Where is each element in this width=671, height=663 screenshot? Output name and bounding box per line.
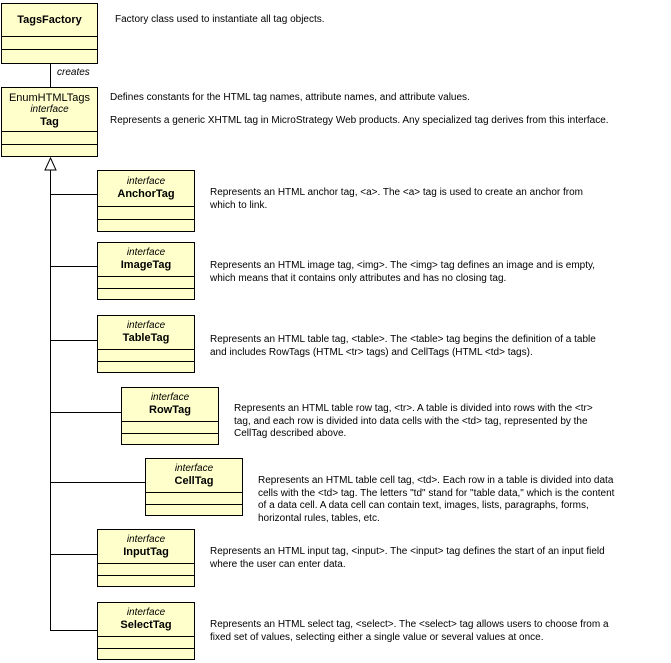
image-tag-box: interface ImageTag [97,242,195,300]
input-tag-box: interface InputTag [97,529,195,587]
anchor-tag-stereotype: interface [126,176,166,187]
cell-tag-name: CellTag [174,475,214,487]
row-tag-description: Represents an HTML table row tag, <tr>. … [234,403,593,439]
tags-factory-class-box: TagsFactory [1,3,98,64]
tag-name: Tag [40,116,59,128]
table-tag-description: Represents an HTML table tag, <table>. T… [210,334,596,358]
operations-compartment [2,50,97,63]
creates-label: creates [57,67,90,78]
attributes-compartment [2,37,97,50]
inheritance-trunk-line [50,170,51,631]
enum-html-tags-description: Defines constants for the HTML tag names… [110,92,470,103]
tags-factory-description: Factory class used to instantiate all ta… [115,14,325,25]
select-tag-name: SelectTag [120,619,172,631]
input-tag-connector [50,554,98,555]
anchor-tag-box: interface AnchorTag [97,170,195,232]
attributes-compartment [2,132,97,145]
row-tag-stereotype: interface [150,392,190,403]
tag-description: Represents a generic XHTML tag in MicroS… [110,115,609,126]
row-tag-name: RowTag [149,404,191,416]
tag-interface-box: EnumHTMLTags interface Tag [1,87,98,157]
input-tag-name: InputTag [123,546,169,558]
tags-factory-name: TagsFactory [17,13,82,26]
image-tag-name: ImageTag [120,259,172,271]
table-tag-box: interface TableTag [97,315,195,373]
select-tag-description: Represents an HTML select tag, <select>.… [210,619,609,643]
cell-tag-description: Represents an HTML table cell tag, <td>.… [258,475,615,524]
table-tag-name: TableTag [122,332,170,344]
anchor-tag-name: AnchorTag [117,188,175,200]
anchor-tag-connector [50,194,98,195]
cell-tag-connector [50,482,146,483]
enum-html-tags-label: EnumHTMLTags [8,92,91,104]
cell-tag-stereotype: interface [174,463,214,474]
input-tag-description: Represents an HTML input tag, <input>. T… [210,546,605,570]
image-tag-description: Represents an HTML image tag, <img>. The… [210,260,596,284]
generalization-arrowhead [44,157,57,171]
select-tag-stereotype: interface [126,607,166,618]
creates-association-line [50,64,51,87]
select-tag-box: interface SelectTag [97,602,195,660]
row-tag-box: interface RowTag [121,387,219,445]
tag-stereotype: interface [30,104,69,115]
operations-compartment [2,145,97,156]
anchor-tag-description: Represents an HTML anchor tag, <a>. The … [210,187,583,211]
table-tag-connector [50,340,98,341]
input-tag-stereotype: interface [126,534,166,545]
select-tag-connector [50,630,98,631]
row-tag-connector [50,412,122,413]
image-tag-stereotype: interface [126,247,166,258]
table-tag-stereotype: interface [126,320,166,331]
image-tag-connector [50,266,98,267]
cell-tag-box: interface CellTag [145,458,243,516]
